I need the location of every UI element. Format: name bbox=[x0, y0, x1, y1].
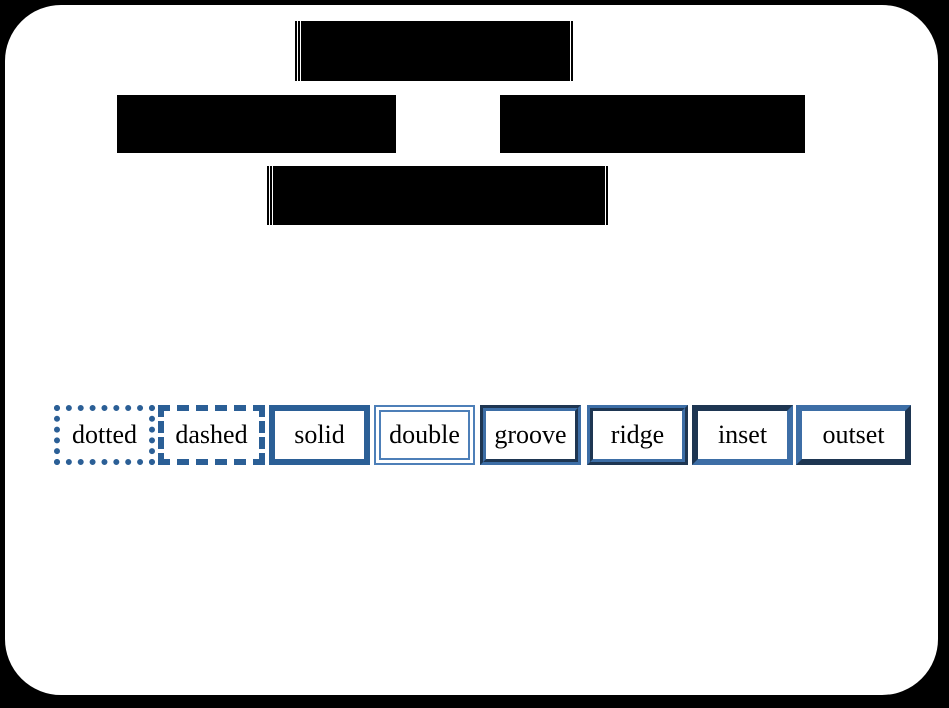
border-sample-label: inset bbox=[717, 420, 768, 449]
border-sample-ridge: ridge bbox=[587, 405, 688, 465]
border-sample-double: double bbox=[374, 405, 475, 465]
border-sample-outset: outset bbox=[796, 405, 911, 465]
border-sample-label: outset bbox=[822, 420, 885, 449]
border-sample-inset: inset bbox=[692, 405, 793, 465]
border-sample-groove: groove bbox=[480, 405, 581, 465]
redacted-title-block-2 bbox=[117, 95, 396, 153]
border-sample-solid: solid bbox=[269, 405, 370, 465]
redacted-title-block-1 bbox=[295, 21, 574, 81]
border-sample-dotted: dotted bbox=[54, 405, 155, 465]
border-sample-label: dashed bbox=[175, 420, 248, 449]
border-sample-label: groove bbox=[494, 420, 567, 449]
border-sample-label: ridge bbox=[610, 420, 665, 449]
slide: dotted dashed solid double groove ridge … bbox=[3, 3, 940, 697]
border-sample-label: solid bbox=[294, 420, 345, 449]
redacted-title-block-4 bbox=[267, 166, 609, 225]
border-sample-dashed: dashed bbox=[158, 405, 265, 465]
border-sample-label: dotted bbox=[72, 420, 137, 449]
redacted-title-block-3 bbox=[500, 95, 805, 153]
border-sample-label: double bbox=[389, 420, 460, 449]
